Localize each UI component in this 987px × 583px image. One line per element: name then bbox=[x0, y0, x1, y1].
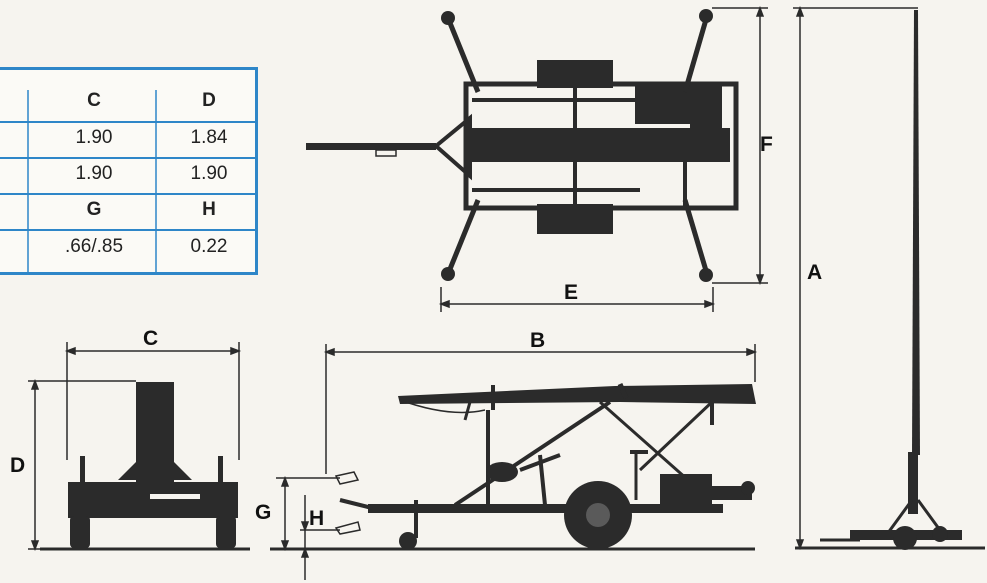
dimension-table: C D 1.90 1.84 1.90 1.90 G H .66/.85 0.22 bbox=[0, 67, 258, 275]
front-view bbox=[40, 382, 250, 551]
label-c: C bbox=[143, 327, 159, 350]
top-view bbox=[306, 9, 739, 282]
label-d: D bbox=[10, 454, 26, 477]
dimension-c bbox=[64, 342, 242, 460]
label-f: F bbox=[760, 133, 773, 156]
label-e: E bbox=[564, 281, 579, 304]
table-header-g: G bbox=[86, 199, 102, 220]
dimension-b bbox=[323, 344, 758, 474]
table-grid bbox=[0, 90, 255, 275]
table-cell-c1: 1.90 bbox=[75, 127, 113, 148]
dimension-d bbox=[28, 378, 136, 552]
table-cell-c2: 1.90 bbox=[75, 163, 113, 184]
table-cell-d2: 1.90 bbox=[190, 163, 228, 184]
dimension-h bbox=[300, 495, 340, 580]
table-header-c: C bbox=[87, 90, 101, 111]
table-header-d: D bbox=[202, 90, 216, 111]
table-cell-h1: 0.22 bbox=[190, 236, 228, 257]
label-a: A bbox=[807, 261, 823, 284]
label-b: B bbox=[530, 329, 546, 352]
dimension-f bbox=[712, 5, 768, 286]
table-cell-g1: .66/.85 bbox=[64, 236, 124, 257]
side-view bbox=[270, 383, 756, 551]
erected-view bbox=[795, 10, 985, 550]
label-g: G bbox=[255, 501, 272, 524]
table-header-h: H bbox=[202, 199, 216, 220]
dimension-a bbox=[793, 5, 918, 551]
dimension-g bbox=[276, 475, 340, 552]
table-cell-d1: 1.84 bbox=[190, 127, 228, 148]
label-h: H bbox=[309, 507, 325, 530]
dimension-e bbox=[438, 287, 716, 312]
